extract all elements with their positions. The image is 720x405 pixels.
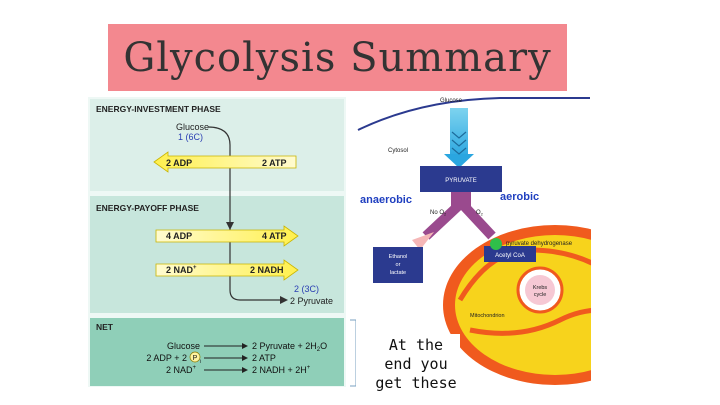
mitochondrion-label: Mitochondrion — [470, 313, 505, 319]
net-row-3-right: 2 NADH + 2H+ — [252, 365, 311, 375]
enzyme-marker — [490, 238, 502, 250]
title-banner — [108, 24, 567, 91]
callout-bg — [372, 334, 460, 392]
arrow-chevrons — [451, 131, 467, 155]
net-row-1-left: Glucose — [167, 341, 200, 351]
krebs-label-1: Krebs — [533, 285, 548, 291]
phosphate-subscript: i — [200, 359, 201, 365]
enzyme-label: pyruvate dehydrogenase — [506, 241, 573, 247]
phosphate-icon — [189, 351, 201, 363]
net-arrowhead-1 — [242, 343, 248, 349]
payoff-phase-panel — [90, 196, 344, 313]
krebs-cycle-inner — [525, 275, 555, 305]
anaerobic-arrowhead — [412, 232, 434, 250]
net-arrowhead-2 — [242, 355, 248, 361]
investment-header: ENERGY-INVESTMENT PHASE — [96, 104, 221, 114]
pyruvate-carbons-label: 2 (3C) — [294, 284, 319, 294]
payoff-adp-label: 4 ADP — [166, 231, 192, 241]
glucose-carbons-label: 1 (6C) — [178, 132, 203, 142]
net-row-3-left: 2 NAD+ — [166, 365, 197, 375]
payoff-atp-label: 4 ATP — [262, 231, 287, 241]
cell-membrane — [357, 97, 590, 131]
bottom-mask — [356, 388, 596, 405]
aerobic-branch — [461, 192, 496, 240]
net-panel — [90, 318, 344, 386]
payoff-nadh-label: 2 NADH — [250, 265, 284, 275]
o2-label: O2 — [476, 210, 484, 217]
anaerobic-label: anaerobic — [360, 194, 412, 206]
right-glucose-label: Glucose — [440, 98, 463, 104]
payoff-nad-label: 2 NAD+ — [166, 265, 197, 275]
net-bracket — [350, 319, 357, 387]
pyruvate-box-label: PYRUVATE — [445, 178, 476, 184]
callout-line-1: At the — [388, 336, 444, 354]
right-mask — [591, 90, 720, 405]
glycolysis-arrow-head — [444, 154, 474, 168]
aerobic-label: aerobic — [500, 191, 539, 203]
flow-arrowhead-2 — [280, 296, 288, 304]
glycolysis-arrow-shaft — [450, 108, 468, 158]
atp-payoff-arrow — [155, 225, 299, 247]
ethanol-box — [373, 247, 423, 283]
anaerobic-branch — [422, 192, 461, 240]
cytosol-label: Cytosol — [388, 148, 408, 154]
net-row-1-right: 2 Pyruvate + 2H2O — [252, 341, 327, 353]
pyruvate-box — [420, 166, 502, 192]
callout-line-2: end you — [384, 355, 448, 373]
net-arrowhead-3 — [242, 367, 248, 373]
investment-adp-label: 2 ADP — [166, 158, 192, 168]
callout-note: At the end you get these — [372, 336, 460, 393]
payoff-pyruvate-label: 2 Pyruvate — [290, 296, 333, 306]
ethanol-label-2: or — [396, 262, 401, 268]
acetyl-coa-box — [484, 246, 536, 262]
acetyl-coa-label: Acetyl CoA — [495, 253, 525, 259]
net-header: NET — [96, 322, 114, 332]
ethanol-label-1: Ethanol — [389, 254, 408, 260]
payoff-header: ENERGY-PAYOFF PHASE — [96, 203, 199, 213]
no-o2-label: No O2 — [430, 210, 447, 217]
nadh-arrow — [155, 259, 299, 281]
phosphate-label: P — [193, 355, 198, 362]
carbon-flow-line — [207, 126, 280, 301]
page-title: Glycolysis Summary — [123, 34, 552, 81]
investment-phase-panel — [90, 99, 344, 191]
ethanol-label-3: lactate — [390, 270, 406, 276]
net-row-2-left: 2 ADP + 2 — [146, 353, 187, 363]
flow-arrowhead-1 — [226, 222, 234, 230]
callout-line-3: get these — [375, 374, 457, 392]
net-row-2-right: 2 ATP — [252, 353, 276, 363]
krebs-label-2: cycle — [534, 292, 547, 298]
investment-glucose-label: Glucose — [176, 122, 209, 132]
atp-investment-arrow — [153, 151, 297, 173]
investment-atp-label: 2 ATP — [262, 158, 287, 168]
